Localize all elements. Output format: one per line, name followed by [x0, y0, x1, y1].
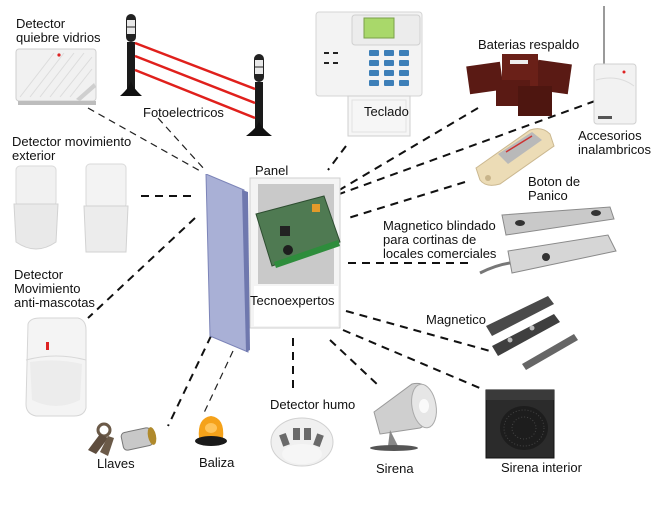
label-line: locales comerciales: [383, 246, 497, 261]
label-line: Boton de: [528, 174, 581, 189]
connector-siren: [329, 339, 380, 387]
label-panic: Boton de Panico: [528, 175, 580, 203]
label-indoor-siren: Sirena interior: [501, 460, 582, 475]
label-line: Accesorios: [578, 128, 642, 143]
label-line: Movimiento: [14, 281, 81, 296]
connector-keypad: [327, 145, 347, 171]
circuit-board: [255, 195, 341, 268]
beam: [134, 54, 256, 105]
connector-keys: [167, 335, 212, 427]
photoelectric-beams: [118, 10, 278, 143]
panic-button: [472, 124, 562, 195]
armored-magnetic-contact: [478, 205, 628, 290]
outdoor-detector-b: [83, 163, 129, 253]
label-magnetic: Magnetico: [426, 312, 486, 327]
label-line: Magnetico blindado: [383, 218, 496, 233]
indoor-siren: [484, 386, 564, 467]
label-keys: Llaves: [97, 456, 135, 471]
label-line: para cortinas de: [383, 232, 477, 247]
beam: [134, 41, 256, 91]
label-photoelectric: Fotoelectricos: [143, 105, 224, 120]
label-siren: Sirena: [376, 461, 414, 476]
outdoor-detector-a: [13, 165, 59, 250]
key-switch: [82, 420, 162, 465]
label-wireless: Accesorios inalambricos: [578, 129, 651, 157]
label-armored: Magnetico blindado para cortinas de loca…: [383, 219, 496, 261]
pet-immune-detector: [20, 316, 90, 425]
label-line: anti-mascotas: [14, 295, 95, 310]
wireless-receiver: [590, 2, 640, 133]
smoke-detector: [269, 416, 335, 477]
label-line: Detector movimiento: [12, 134, 132, 149]
glass-break-detector: [14, 47, 102, 112]
label-line: Detector: [14, 267, 64, 282]
label-keypad: Teclado: [364, 104, 409, 119]
label-smoke: Detector humo: [270, 397, 356, 412]
label-beacon: Baliza: [199, 455, 235, 470]
label-line: quiebre vidrios: [16, 30, 101, 45]
keypad: [314, 10, 426, 145]
connector-magnetic: [345, 310, 491, 352]
magnetic-contact: [482, 290, 582, 375]
label-line: Panico: [528, 188, 568, 203]
label-line: exterior: [12, 148, 56, 163]
label-outdoor-motion: Detector movimiento exterior: [12, 135, 131, 163]
label-panel: Panel: [255, 163, 289, 178]
outdoor-motion-detectors: [12, 162, 134, 263]
connector-glass: [87, 107, 203, 173]
control-panel: [204, 173, 344, 359]
label-glass-break: Detector quiebre vidrios: [16, 17, 101, 45]
label-brand: Tecnoexpertos: [250, 293, 335, 308]
beam: [134, 68, 256, 120]
connector-wireless: [333, 100, 596, 197]
label-pet-immune: Detector Movimiento anti-mascotas: [14, 268, 95, 310]
connector-panic: [344, 181, 466, 220]
horn-siren: [366, 372, 446, 461]
label-line: Detector: [16, 16, 66, 31]
label-line: inalambricos: [578, 142, 651, 157]
beam-post-right: [246, 54, 272, 136]
beam-post-left: [120, 14, 142, 96]
backup-batteries: [466, 50, 576, 125]
connector-petimmune: [87, 217, 196, 319]
connector-indoor-siren: [342, 329, 483, 390]
label-batteries: Baterias respaldo: [478, 37, 580, 52]
strobe-beacon: [193, 414, 229, 453]
connector-beacon: [202, 350, 234, 416]
